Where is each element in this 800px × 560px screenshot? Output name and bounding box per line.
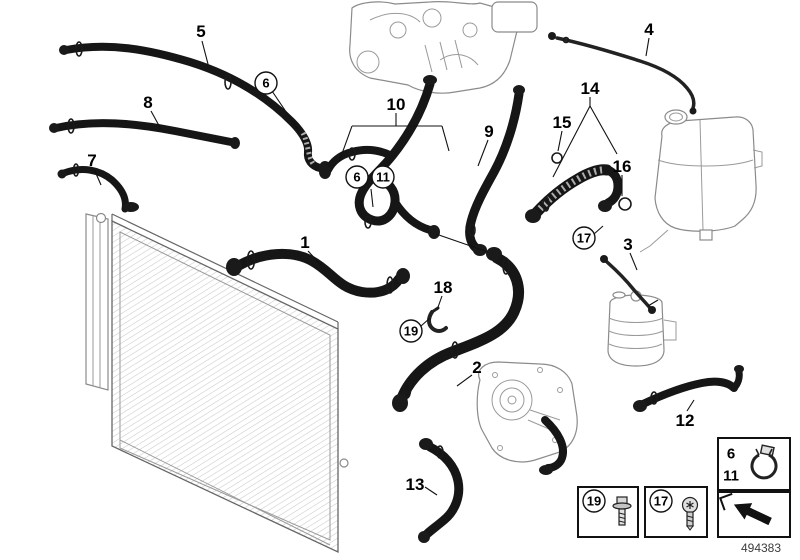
callout-12[interactable]: 12	[676, 411, 695, 430]
expansion-tank	[639, 109, 763, 253]
svg-text:19: 19	[404, 324, 418, 339]
callout-10[interactable]: 10	[387, 95, 406, 114]
callout-11-circled[interactable]: 11	[371, 165, 395, 189]
legend-bolt-number: 19	[587, 494, 601, 509]
hose-5	[59, 41, 331, 175]
flange-bolt-icon	[612, 496, 632, 526]
callout-17-circled[interactable]: 17	[572, 226, 596, 250]
engine-assembly	[349, 0, 538, 94]
hose-12	[633, 365, 744, 412]
svg-text:17: 17	[577, 231, 591, 246]
legend-clamp-number-6: 6	[727, 445, 735, 462]
legend: 19 17 6	[577, 437, 791, 555]
callout-15[interactable]: 15	[553, 113, 572, 132]
callout-7[interactable]: 7	[87, 151, 96, 170]
callout-3[interactable]: 3	[623, 235, 632, 254]
leader-lines	[93, 37, 695, 496]
part-number: 494383	[741, 541, 781, 555]
callout-8[interactable]: 8	[143, 93, 152, 112]
svg-text:11: 11	[376, 170, 390, 185]
callout-19-circled[interactable]: 19	[399, 319, 423, 343]
o-ring-16	[618, 197, 632, 211]
callout-4[interactable]: 4	[644, 20, 654, 39]
radiator	[85, 212, 349, 554]
legend-direction-box	[717, 491, 791, 538]
callout-13[interactable]: 13	[406, 475, 425, 494]
svg-text:6: 6	[262, 76, 269, 91]
bracket-18	[427, 306, 448, 333]
callout-9[interactable]: 9	[484, 122, 493, 141]
legend-screw-box: 17	[644, 486, 708, 538]
callout-16[interactable]: 16	[613, 157, 632, 176]
hose-1	[226, 248, 410, 298]
seal-ring-15	[551, 152, 563, 164]
hose-9	[465, 85, 525, 256]
hose-10-junction	[319, 75, 440, 239]
torx-screw-icon	[681, 496, 699, 531]
legend-bolt-box: 19	[577, 486, 639, 538]
legend-clamp-number-11: 11	[723, 467, 739, 484]
hose-7	[57, 163, 139, 213]
sensor-line-3	[600, 255, 659, 314]
hose-8	[49, 118, 240, 149]
water-pump-assembly	[476, 361, 578, 475]
callout-6-circled[interactable]: 6	[254, 71, 278, 95]
hose-clamp-icon	[750, 444, 778, 480]
hose-13	[418, 438, 464, 543]
callout-18[interactable]: 18	[434, 278, 453, 297]
callout-5[interactable]: 5	[196, 22, 205, 41]
callout-6-circled-mid[interactable]: 6	[345, 165, 369, 189]
callout-14[interactable]: 14	[581, 79, 600, 98]
svg-text:6: 6	[353, 170, 360, 185]
callout-2[interactable]: 2	[472, 358, 481, 377]
legend-clamp-box: 6 11	[717, 437, 791, 491]
hose-2	[392, 247, 524, 412]
callouts: 5 4 6 8 10 14 15 9 16 7 6 11 1 17 3 18 1…	[87, 20, 694, 494]
front-direction-arrow-icon	[718, 492, 772, 526]
vent-line-4	[548, 32, 697, 115]
legend-screw-number: 17	[654, 494, 668, 509]
auxiliary-tank	[607, 290, 677, 367]
hose-14	[525, 152, 632, 223]
callout-1[interactable]: 1	[300, 233, 309, 252]
